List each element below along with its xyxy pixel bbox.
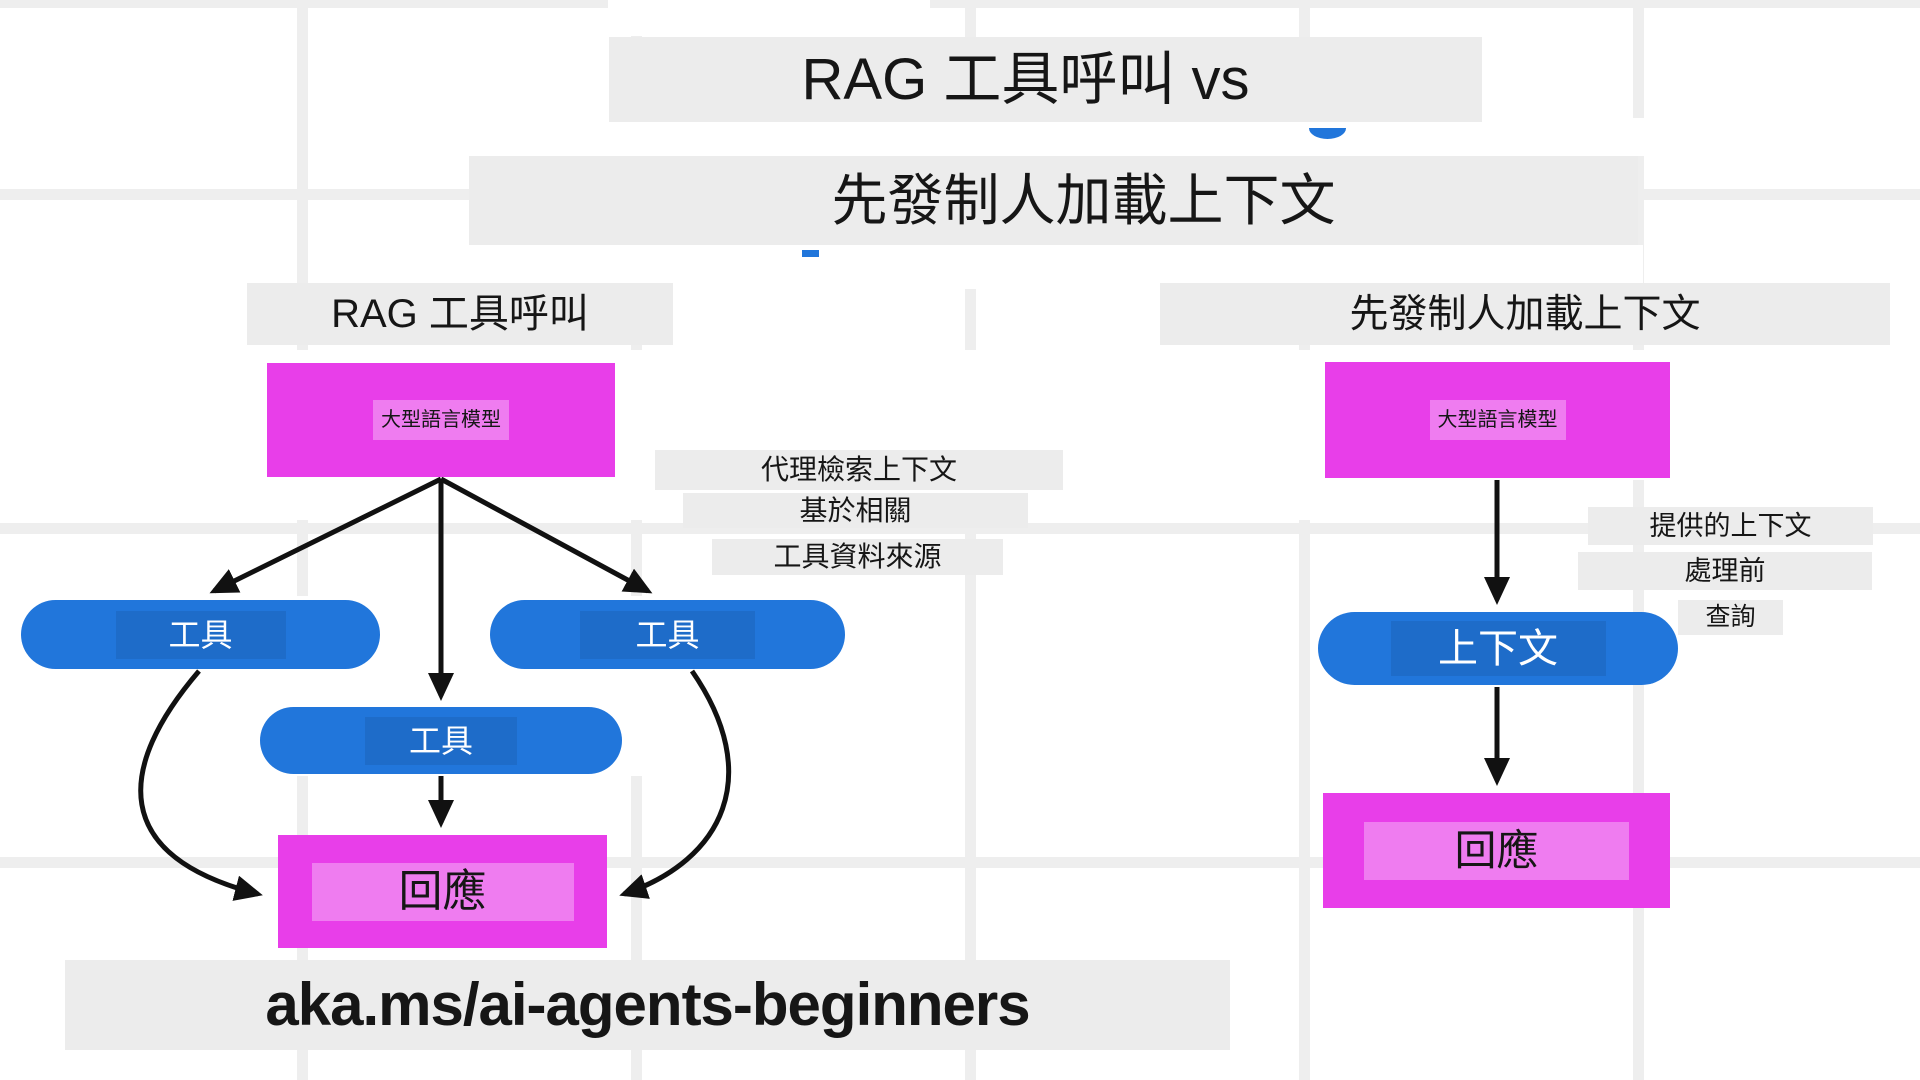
left-tool-pill-1: 工具 <box>21 600 380 669</box>
left-annotation-line-1: 代理檢索上下文 <box>655 450 1063 490</box>
left-annotation-line-3: 工具資料來源 <box>712 539 1003 575</box>
left-column-header: RAG 工具呼叫 <box>331 292 589 336</box>
right-annotation-text-3: 查詢 <box>1705 603 1756 631</box>
white-patch <box>478 245 1643 289</box>
left-tool-pill-3: 工具 <box>260 707 622 774</box>
right-annotation-line-2: 處理前 <box>1578 552 1872 590</box>
right-annotation-text-1: 提供的上下文 <box>1649 510 1812 541</box>
grid-line-vertical <box>297 0 308 1080</box>
blue-dash-mark <box>802 250 819 257</box>
title-line1: RAG 工具呼叫 vs <box>801 46 1250 112</box>
blue-arc-mark <box>1309 128 1346 139</box>
left-tool-label-1: 工具 <box>168 616 233 653</box>
right-llm-label: 大型語言模型 <box>1437 409 1558 431</box>
right-annotation-text-2: 處理前 <box>1684 555 1766 586</box>
left-annotation-line-2: 基於相關 <box>683 493 1028 528</box>
left-annotation-text-1: 代理檢索上下文 <box>760 454 957 485</box>
right-annotation-line-3: 查詢 <box>1678 600 1783 635</box>
right-annotation-line-1: 提供的上下文 <box>1588 507 1873 545</box>
left-tool-label-3: 工具 <box>408 722 473 759</box>
left-column-header-band: RAG 工具呼叫 <box>247 283 673 345</box>
grid-line-vertical <box>631 0 642 1080</box>
right-llm-box: 大型語言模型 <box>1325 362 1670 478</box>
right-column-header-band: 先發制人加載上下文 <box>1160 283 1890 345</box>
arrow-llm-to-tool-right <box>439 476 653 594</box>
grid-line-horizontal <box>0 857 1920 868</box>
left-response-box: 回應 <box>278 835 607 948</box>
right-column-header: 先發制人加載上下文 <box>1349 292 1701 336</box>
footer-link-text: aka.ms/ai-agents-beginners <box>265 971 1030 1038</box>
right-context-pill: 上下文 <box>1318 612 1678 685</box>
footer-link-band: aka.ms/ai-agents-beginners <box>65 960 1230 1050</box>
grid-line-horizontal <box>0 523 1920 534</box>
left-llm-label: 大型語言模型 <box>381 409 501 431</box>
white-patch <box>395 118 1685 156</box>
arrow-llm-to-tool-left <box>209 476 443 594</box>
white-patch <box>608 0 930 36</box>
arrow-tool-right-to-response-curve <box>619 669 732 899</box>
left-llm-box: 大型語言模型 <box>267 363 615 477</box>
arrow-tool-left-to-response-curve <box>138 669 263 901</box>
left-annotation-text-2: 基於相關 <box>799 494 912 526</box>
left-tool-pill-2: 工具 <box>490 600 845 669</box>
left-annotation-text-3: 工具資料來源 <box>773 541 942 572</box>
title-line1-band: RAG 工具呼叫 vs <box>609 37 1482 122</box>
left-tool-label-2: 工具 <box>635 616 700 653</box>
grid-line-vertical <box>1299 0 1310 1080</box>
right-response-box: 回應 <box>1323 793 1670 908</box>
right-response-label: 回應 <box>1454 826 1539 874</box>
title-line2-band: 先發制人加載上下文 <box>469 156 1638 245</box>
left-response-label: 回應 <box>398 866 487 916</box>
right-context-label: 上下文 <box>1438 626 1558 671</box>
grid-line-horizontal <box>0 0 1920 8</box>
title-line2: 先發制人加載上下文 <box>831 168 1336 232</box>
